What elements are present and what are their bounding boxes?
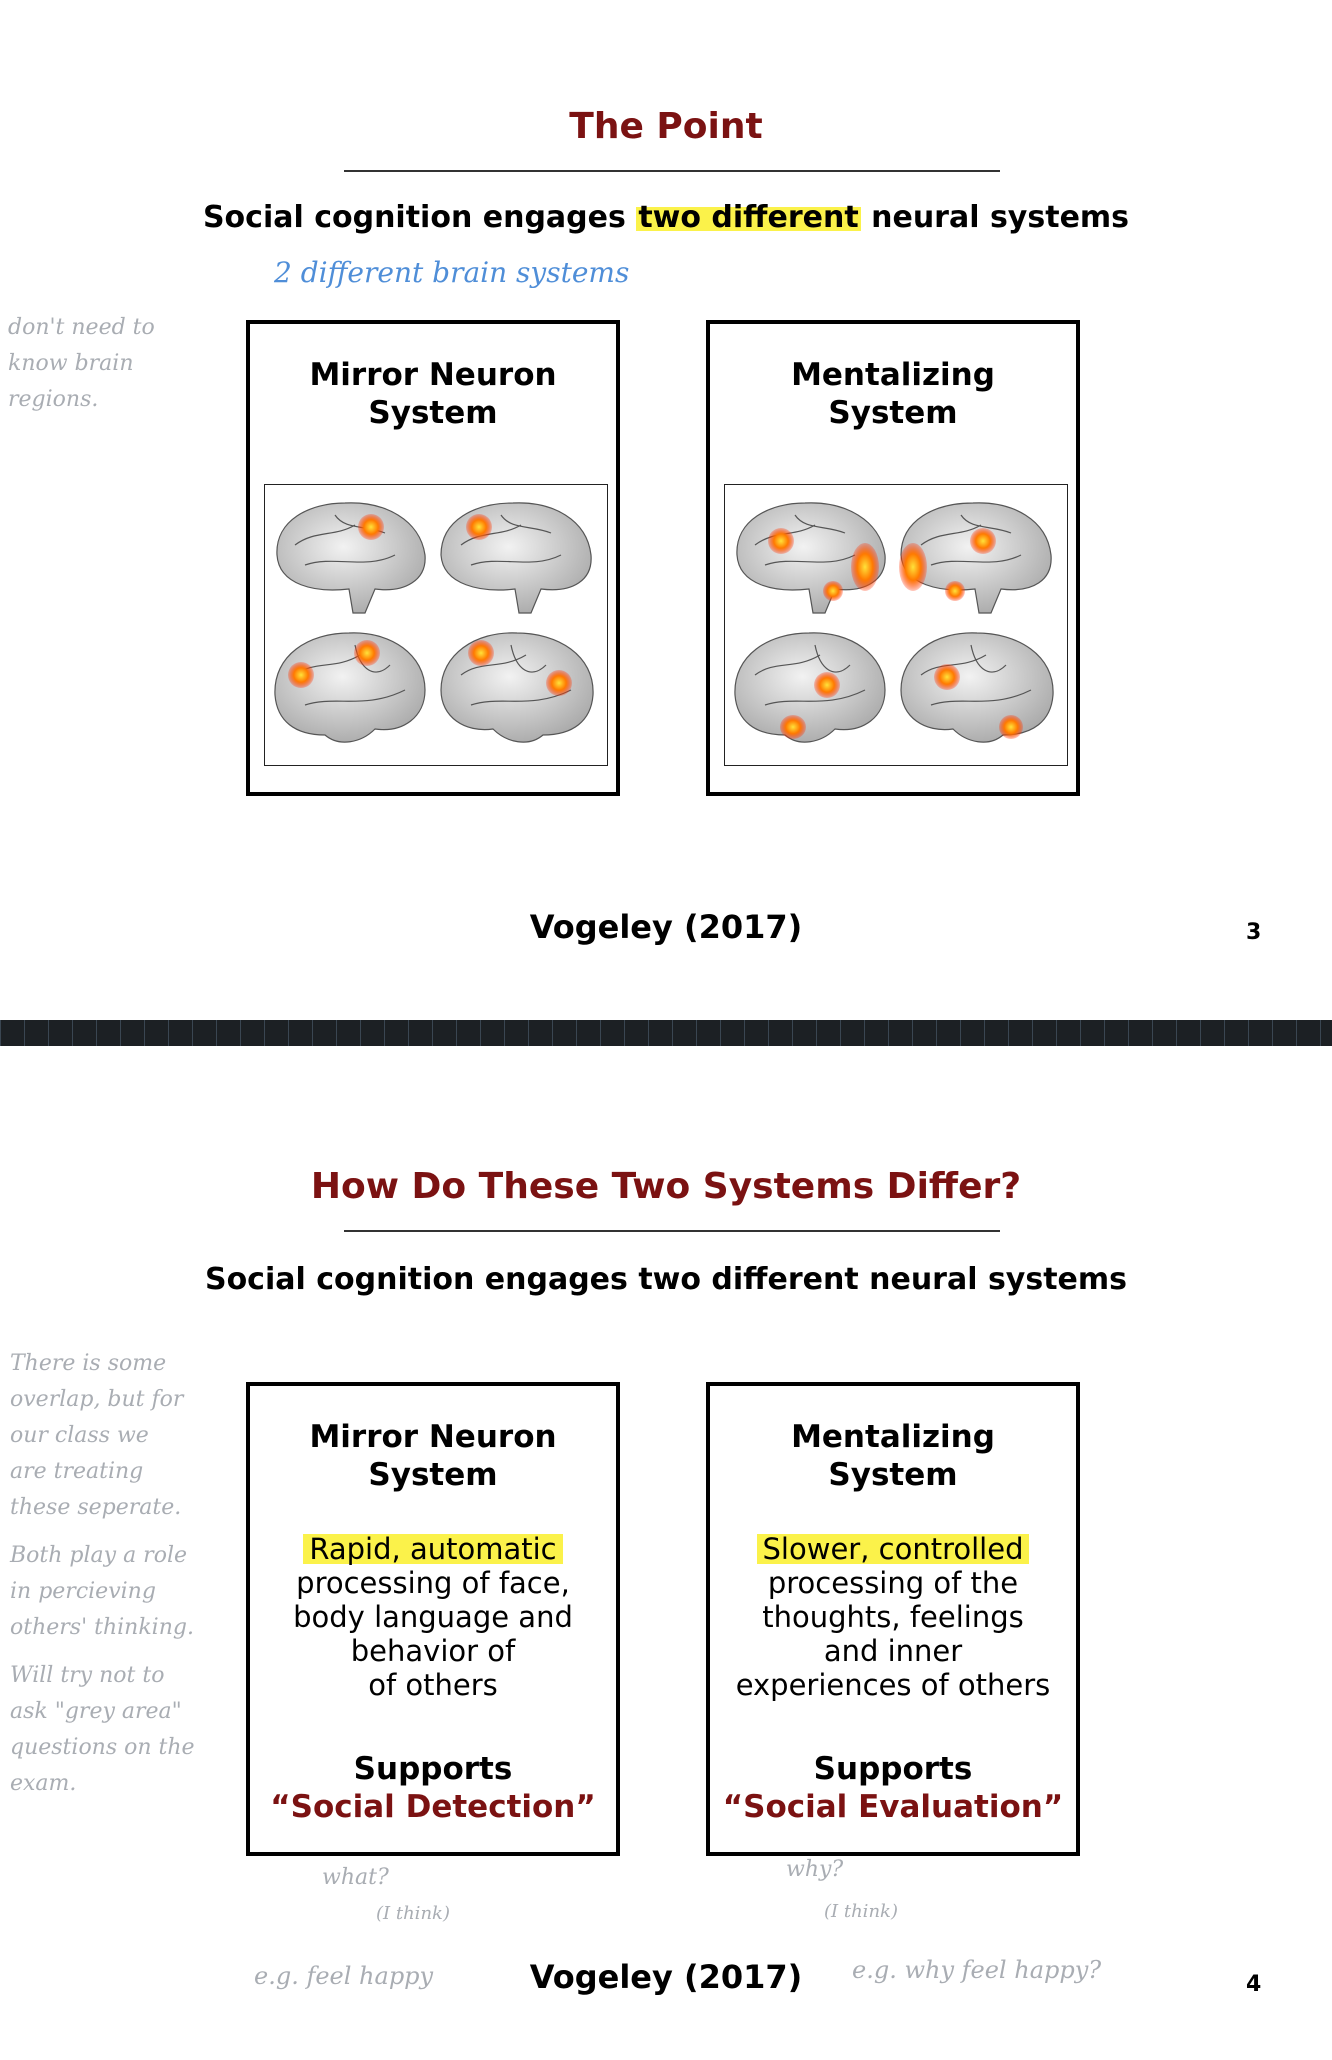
handwritten-example-right: e.g. why feel happy? bbox=[852, 1956, 1102, 1984]
box-title-line: Mentalizing bbox=[791, 1419, 995, 1455]
page-number: 4 bbox=[1246, 1972, 1262, 1997]
box-title-line: Mirror Neuron bbox=[309, 1419, 557, 1455]
brain-lateral-left bbox=[734, 632, 886, 743]
note-line: questions on the bbox=[10, 1735, 195, 1760]
box-title-line: System bbox=[368, 395, 498, 431]
note-line: others' thinking. bbox=[10, 1615, 194, 1640]
handwritten-example-left: e.g. feel happy bbox=[254, 1962, 434, 1990]
box-title-line: System bbox=[828, 395, 958, 431]
description-line: of others bbox=[368, 1668, 498, 1702]
note-line: our class we bbox=[10, 1423, 149, 1448]
citation: Vogeley (2017) bbox=[529, 1958, 803, 1996]
brain-image-mentalizing bbox=[724, 484, 1068, 766]
activation-spot bbox=[814, 672, 840, 698]
handwritten-margin-note: There is some overlap, but for our class… bbox=[10, 1346, 195, 1802]
handwritten-margin-note: don't need to know brain regions. bbox=[8, 310, 155, 418]
description-line: behavior of bbox=[350, 1634, 516, 1668]
handwritten-note-what: what? bbox=[322, 1865, 389, 1890]
title-rule bbox=[344, 1230, 1000, 1232]
activation-spot bbox=[354, 640, 380, 666]
box-title: Mirror Neuron System bbox=[250, 1418, 616, 1494]
activation-spot bbox=[466, 514, 492, 540]
box-title-line: Mentalizing bbox=[791, 357, 995, 393]
handwritten-note-think: (I think) bbox=[824, 1901, 898, 1922]
subtitle-text-after: neural systems bbox=[871, 200, 1130, 235]
activation-spot bbox=[288, 662, 314, 688]
supports-word: Supports bbox=[813, 1751, 973, 1787]
note-line: exam. bbox=[10, 1771, 77, 1796]
handwritten-note-why: why? bbox=[786, 1857, 844, 1882]
slide-3: The Point Social cognition engages two d… bbox=[0, 0, 1332, 1020]
box-title-line: Mirror Neuron bbox=[309, 357, 557, 393]
handwritten-annotation: 2 different brain systems bbox=[274, 256, 630, 289]
slide-4: How Do These Two Systems Differ? Social … bbox=[0, 1046, 1332, 2060]
description-line: body language and bbox=[293, 1600, 573, 1634]
note-line: these seperate. bbox=[10, 1495, 182, 1520]
citation: Vogeley (2017) bbox=[529, 908, 803, 946]
description-highlight: Rapid, automatic bbox=[303, 1532, 563, 1566]
brain-lateral-left bbox=[274, 632, 426, 743]
box-title-line: System bbox=[368, 1457, 498, 1493]
mentalizing-box: Mentalizing System Slower, controlled pr… bbox=[706, 1382, 1080, 1856]
supports-label: Supports “Social Evaluation” bbox=[710, 1750, 1076, 1826]
activation-spot bbox=[851, 543, 879, 591]
mentalizing-box: Mentalizing System bbox=[706, 320, 1080, 796]
slide-subtitle: Social cognition engages two different n… bbox=[0, 200, 1332, 235]
subtitle-highlight: two different bbox=[636, 200, 861, 235]
description-line: processing of the bbox=[767, 1566, 1019, 1600]
description-line: and inner bbox=[823, 1634, 963, 1668]
brain-image-mirror bbox=[264, 484, 608, 766]
activation-spot bbox=[546, 670, 572, 696]
brain-lateral-right bbox=[900, 632, 1054, 743]
box-title-line: System bbox=[828, 1457, 958, 1493]
activation-spot bbox=[468, 640, 494, 666]
activation-spot bbox=[999, 715, 1023, 739]
activation-spot bbox=[899, 543, 927, 591]
note-line: There is some bbox=[10, 1351, 167, 1376]
slide-divider bbox=[0, 1020, 1332, 1046]
note-line: know brain bbox=[8, 351, 134, 376]
note-line: overlap, but for bbox=[10, 1387, 184, 1412]
subtitle-text-before: Social cognition engages bbox=[202, 200, 626, 235]
activation-spot bbox=[823, 581, 843, 601]
box-title: Mentalizing System bbox=[710, 356, 1076, 432]
note-line: Both play a role bbox=[10, 1543, 187, 1568]
system-description: Rapid, automatic processing of face, bod… bbox=[250, 1532, 616, 1702]
note-line: don't need to bbox=[8, 315, 155, 340]
box-title: Mentalizing System bbox=[710, 1418, 1076, 1494]
activation-spot bbox=[358, 514, 384, 540]
title-rule bbox=[344, 170, 1000, 172]
slide-title: How Do These Two Systems Differ? bbox=[310, 1166, 1022, 1207]
description-line: processing of face, bbox=[296, 1566, 570, 1600]
description-highlight: Slower, controlled bbox=[756, 1532, 1030, 1566]
supports-term: “Social Detection” bbox=[270, 1789, 596, 1825]
description-line: thoughts, feelings bbox=[762, 1600, 1024, 1634]
note-line: in percieving bbox=[10, 1579, 156, 1604]
activation-spot bbox=[945, 581, 965, 601]
page-number: 3 bbox=[1246, 920, 1262, 945]
description-line: experiences of others bbox=[735, 1668, 1051, 1702]
supports-label: Supports “Social Detection” bbox=[250, 1750, 616, 1826]
supports-word: Supports bbox=[353, 1751, 513, 1787]
note-line: are treating bbox=[10, 1459, 144, 1484]
activation-spot bbox=[780, 715, 806, 739]
mirror-neuron-box: Mirror Neuron System Rapid, automatic pr… bbox=[246, 1382, 620, 1856]
activation-spot bbox=[934, 664, 960, 690]
mirror-neuron-box: Mirror Neuron System bbox=[246, 320, 620, 796]
box-title: Mirror Neuron System bbox=[250, 356, 616, 432]
slide-subtitle: Social cognition engages two different n… bbox=[204, 1262, 1128, 1297]
handwritten-note-think: (I think) bbox=[376, 1903, 450, 1924]
activation-spot bbox=[768, 528, 794, 554]
brain-medial-right bbox=[440, 502, 592, 614]
note-line: ask "grey area" bbox=[10, 1699, 182, 1724]
note-line: Will try not to bbox=[10, 1663, 165, 1688]
system-description: Slower, controlled processing of the tho… bbox=[710, 1532, 1076, 1702]
supports-term: “Social Evaluation” bbox=[722, 1789, 1064, 1825]
slide-title: The Point bbox=[569, 106, 763, 147]
note-line: regions. bbox=[8, 387, 99, 412]
brain-medial-left bbox=[276, 502, 426, 614]
activation-spot bbox=[970, 528, 996, 554]
